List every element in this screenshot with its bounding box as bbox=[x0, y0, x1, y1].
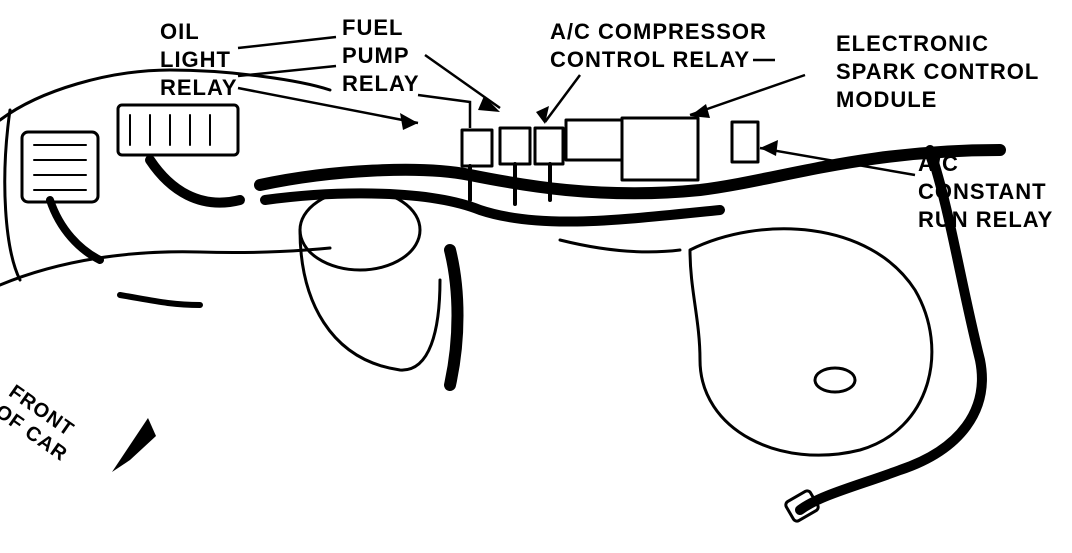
left-canister bbox=[298, 188, 422, 272]
arrow-ac-3 bbox=[536, 106, 549, 124]
front-of-car-arrow bbox=[112, 418, 156, 472]
ac-compressor-control-relay-label: A/C COMPRESSOR CONTROL RELAY bbox=[550, 18, 767, 74]
electronic-spark-control-module bbox=[620, 116, 700, 182]
esc-line-3: MODULE bbox=[836, 87, 938, 112]
relay-2 bbox=[498, 126, 532, 166]
electronic-spark-control-module-label: ELECTRONIC SPARK CONTROL MODULE bbox=[836, 30, 1039, 114]
ground-strap bbox=[117, 292, 203, 308]
lower-body-line bbox=[0, 246, 332, 287]
oil-light-relay-connector bbox=[116, 103, 240, 157]
oil-light-relay-line-1: OIL bbox=[160, 19, 200, 44]
arrow-ac-run bbox=[760, 140, 778, 156]
ac-compressor-line-2: CONTROL RELAY bbox=[550, 47, 751, 72]
ac-constant-run-relay-label: A/C CONSTANT RUN RELAY bbox=[918, 150, 1053, 234]
relay-bracket bbox=[564, 118, 624, 162]
esc-line-1: ELECTRONIC bbox=[836, 31, 989, 56]
oil-harness bbox=[145, 155, 245, 208]
leader-ac-1 bbox=[424, 53, 501, 110]
leader-esc bbox=[689, 73, 806, 117]
left-wall bbox=[3, 108, 22, 282]
hose-left bbox=[444, 244, 464, 391]
oil-light-relay-label: OIL LIGHT RELAY bbox=[160, 18, 238, 102]
left-harness bbox=[46, 196, 104, 264]
leader-light-line bbox=[237, 64, 337, 78]
right-harness bbox=[795, 145, 987, 515]
arrow-esc bbox=[690, 104, 710, 118]
fuel-pump-relay-line-1: FUEL bbox=[342, 15, 404, 40]
left-connector bbox=[20, 130, 100, 204]
arrow-ac-1 bbox=[478, 96, 500, 112]
leader-oil-relay bbox=[237, 86, 419, 125]
fuel-pump-relay-line-3: RELAY bbox=[342, 71, 420, 96]
leader-oil-line bbox=[237, 35, 337, 50]
fuel-pump-relay-label: FUEL PUMP RELAY bbox=[342, 14, 420, 98]
ac-constant-run-relay bbox=[730, 120, 760, 164]
main-harness bbox=[254, 144, 1006, 200]
ac-run-line-1: A/C bbox=[918, 151, 959, 176]
fuel-pump-relay-line-2: PUMP bbox=[342, 43, 410, 68]
ac-compressor-control-relay bbox=[533, 126, 565, 166]
ac-run-line-3: RUN RELAY bbox=[918, 207, 1054, 232]
ac-run-line-2: CONSTANT bbox=[918, 179, 1047, 204]
fuel-pump-relay bbox=[460, 128, 494, 168]
fender-outline bbox=[0, 68, 332, 122]
esc-line-2: SPARK CONTROL bbox=[836, 59, 1040, 84]
oil-light-relay-line-3: RELAY bbox=[160, 75, 238, 100]
ac-compressor-line-1: A/C COMPRESSOR bbox=[550, 19, 767, 44]
leader-fuel-pump bbox=[417, 93, 472, 128]
leader-ac-run bbox=[759, 146, 916, 177]
oil-light-relay-line-2: LIGHT bbox=[160, 47, 231, 72]
leader-ac-2 bbox=[543, 74, 582, 123]
brake-booster bbox=[688, 227, 934, 457]
arrow-oil-relay bbox=[400, 113, 418, 130]
booster-center bbox=[813, 366, 857, 394]
right-plug bbox=[784, 489, 820, 523]
